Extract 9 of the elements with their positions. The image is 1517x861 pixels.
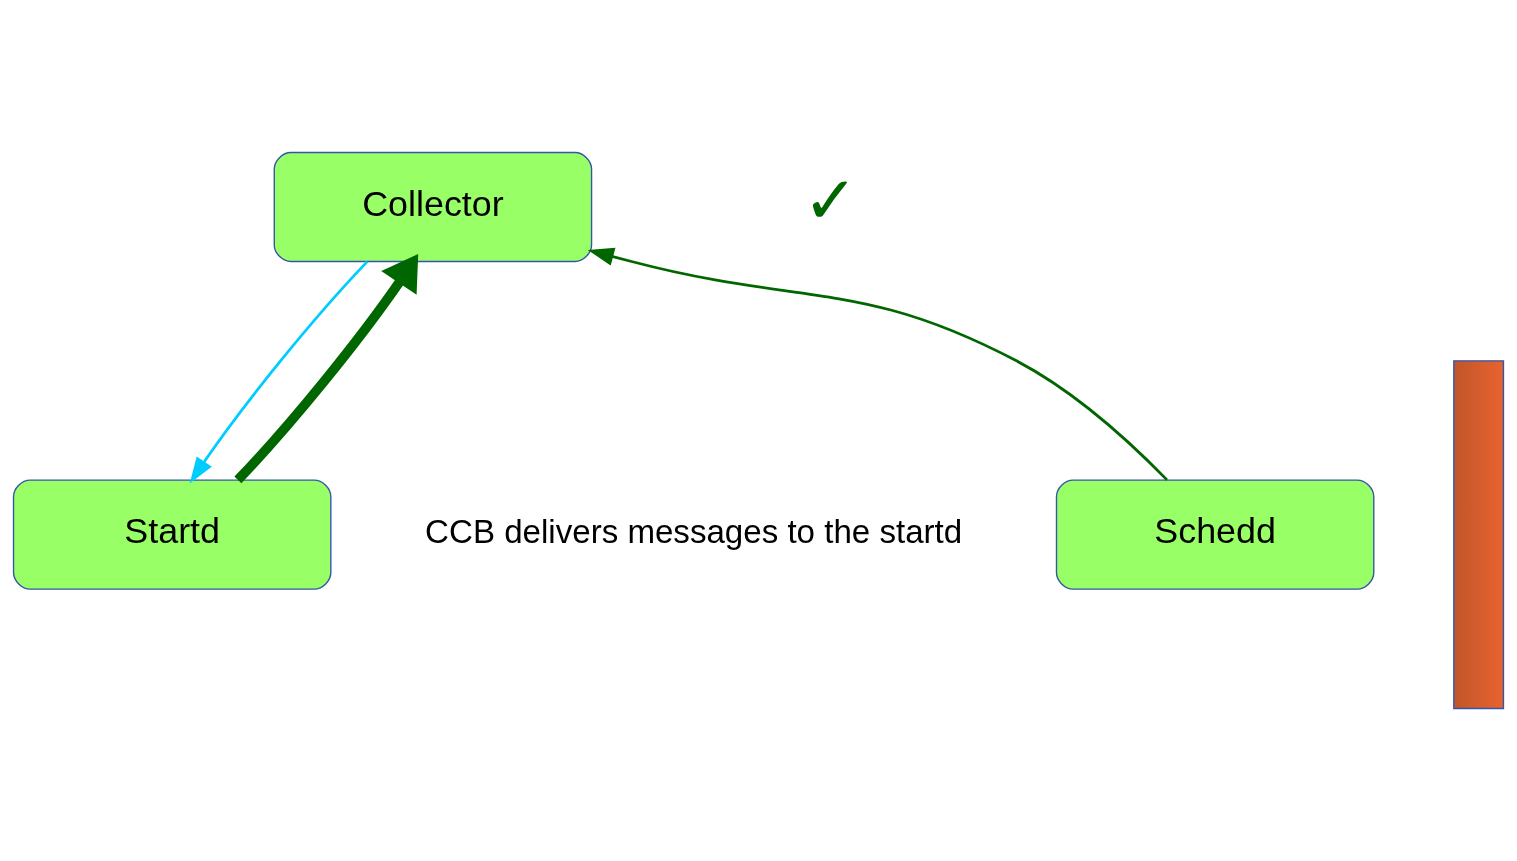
arrow: [587, 247, 1168, 481]
arrow: [234, 253, 419, 484]
node-bar: [1453, 360, 1505, 710]
arrow: [189, 260, 369, 484]
label: ✓: [802, 163, 858, 238]
node-box: Collector: [273, 151, 593, 263]
node-box: Startd: [12, 479, 332, 590]
label: CCB delivers messages to the startd: [425, 513, 963, 551]
node-box: Schedd: [1055, 479, 1375, 590]
